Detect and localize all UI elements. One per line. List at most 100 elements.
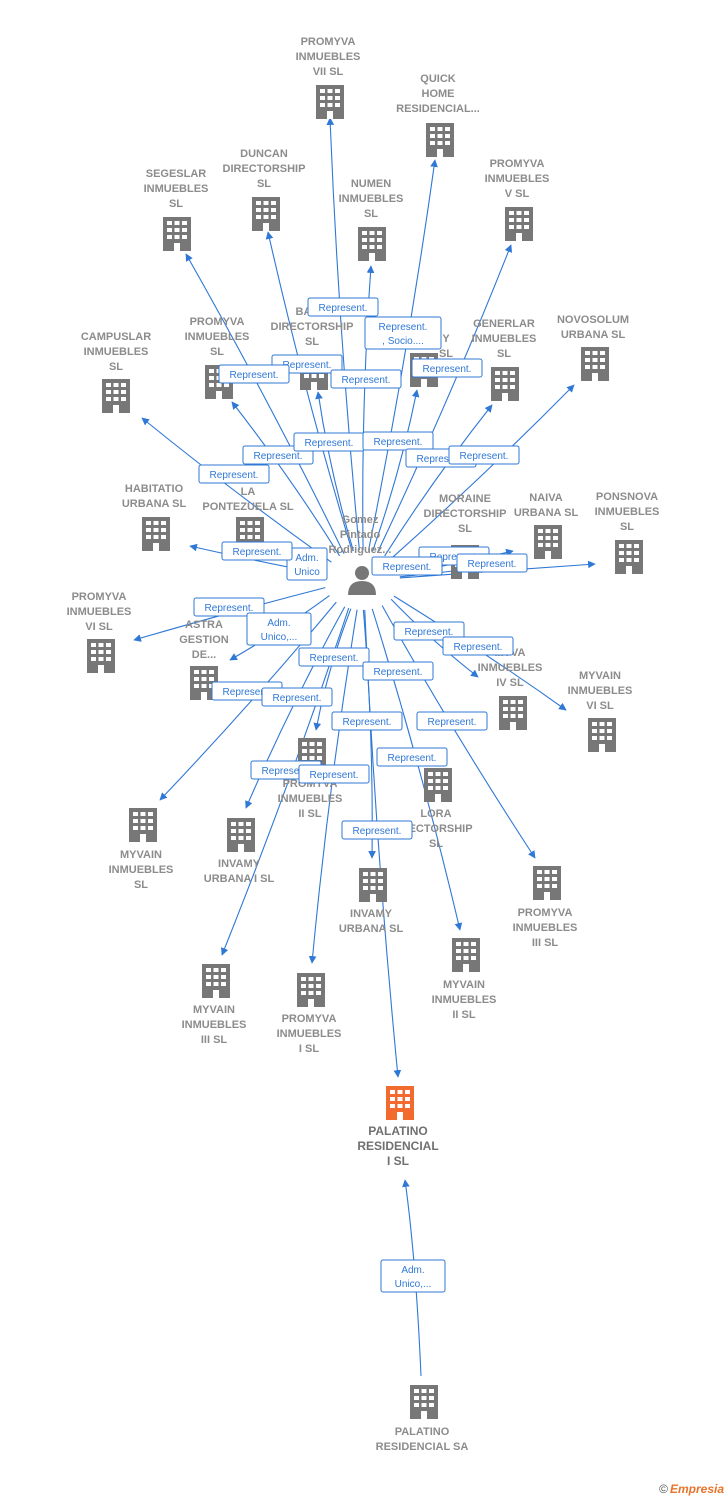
company-name-line: INMUEBLES [277, 1028, 342, 1040]
company-name-line: INMUEBLES [144, 183, 209, 195]
company-name-line: VI SL [85, 621, 113, 633]
edge-label[interactable]: Represent., Socio.... [364, 316, 442, 350]
edge-label[interactable]: Adm.Unico,... [246, 612, 312, 646]
edge-label[interactable]: Represent. [456, 553, 528, 573]
company-name-line: SL [439, 348, 453, 360]
edge-label[interactable]: Represent. [371, 556, 443, 576]
edge-label[interactable]: Represent. [193, 597, 265, 617]
edge-label[interactable]: Represent. [341, 820, 413, 840]
edge-label[interactable]: Represent. [416, 711, 488, 731]
edge-label-box [246, 612, 312, 646]
edge-label[interactable]: Represent. [293, 432, 365, 452]
edge-label[interactable]: Represent. [221, 541, 293, 561]
company-name-line: PROMYVA [490, 158, 545, 170]
person-icon [348, 566, 376, 595]
company-name-line: INMUEBLES [485, 173, 550, 185]
edge-label-text: Represent. [454, 642, 503, 653]
edge-label[interactable]: Represent. [261, 687, 333, 707]
company-node-astra[interactable]: ASTRAGESTIONDE... [179, 619, 229, 700]
person-node[interactable]: GomezPintadoRodriguez... [329, 514, 392, 595]
company-name-line: DE... [192, 649, 216, 661]
company-node-ysl[interactable]: YSL [410, 333, 453, 387]
edge-label-text: Represent. [262, 766, 311, 777]
company-name-line: VI SL [586, 700, 614, 712]
company-name-line: URBANA SL [561, 329, 626, 341]
edge-label[interactable]: Represent. [198, 464, 270, 484]
building-icon [491, 367, 519, 401]
person-name-line: Pintado [340, 529, 381, 541]
edge-label[interactable]: Represent. [448, 445, 520, 465]
company-name-line: INMUEBLES [278, 793, 343, 805]
edge-label-box [221, 541, 293, 561]
edge-label-text: Represent. [405, 627, 454, 638]
edge-label[interactable]: Represent. [218, 364, 290, 384]
edge-line [159, 601, 337, 801]
edge-label[interactable]: Represent. [307, 297, 379, 317]
company-name-line: PROMYVA [282, 1013, 337, 1025]
edge-label[interactable]: Adm.Unico,... [380, 1259, 446, 1293]
copyright-symbol: © [659, 1482, 668, 1496]
edge-line [376, 244, 513, 553]
edge-label[interactable]: Represent. [411, 358, 483, 378]
edge-label-box [380, 1259, 446, 1293]
building-icon [588, 718, 616, 752]
edge-label-box [456, 553, 528, 573]
company-name-line: INMUEBLES [339, 193, 404, 205]
edge-line [384, 404, 493, 557]
edge-label[interactable]: Represent. [362, 661, 434, 681]
company-name-line: DIRECTORSHIP [223, 163, 306, 175]
footer-brand[interactable]: ©Empresia [659, 1482, 724, 1496]
edge-label[interactable]: Represent. [298, 647, 370, 667]
edge-line [245, 606, 346, 809]
edge-label-text: Represent. [310, 653, 359, 664]
edge-label[interactable]: Represent. [393, 621, 465, 641]
edge-label-box [307, 297, 379, 317]
company-name-line: NAIVA [529, 492, 562, 504]
edge-label-box [376, 747, 448, 767]
company-node-quick[interactable]: QUICKHOMERESIDENCIAL... [396, 73, 480, 157]
edge-label[interactable]: Represent. [442, 636, 514, 656]
edge-label[interactable]: Represent. [298, 764, 370, 784]
company-name-line: INMUEBLES [182, 1019, 247, 1031]
company-name-line: MYVAIN [120, 849, 162, 861]
edge-label[interactable]: Adm.Unico [286, 547, 328, 581]
edge-label[interactable]: Represent. [362, 431, 434, 451]
edge-label[interactable]: Represent. [331, 711, 403, 731]
edge-label[interactable]: Represent. [330, 369, 402, 389]
edge-labels-layer: Represent.Represent., Socio....Represent… [193, 297, 528, 1293]
edge-line [315, 391, 354, 551]
person-name-line: Rodriguez... [329, 544, 392, 556]
company-name-line: PROMYVA [72, 591, 127, 603]
company-name-line: INMUEBLES [568, 685, 633, 697]
edge-label[interactable]: Represent. [376, 747, 448, 767]
company-name-line: INMUEBLES [296, 51, 361, 63]
